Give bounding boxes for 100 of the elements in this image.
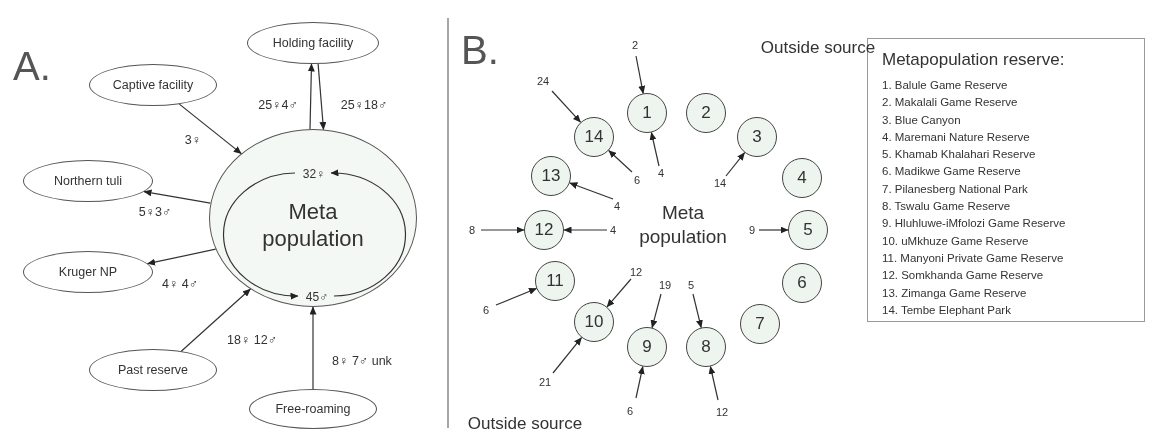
legend-item: 6. Madikwe Game Reserve — [882, 164, 1021, 180]
panel-label: A. — [13, 43, 51, 89]
circle-number: 14 — [584, 127, 604, 147]
source-label: Outside source — [760, 38, 876, 58]
arrow — [725, 152, 746, 177]
circle-number: 2 — [701, 103, 711, 123]
circle-number: 5 — [803, 220, 813, 240]
circle-number: 8 — [701, 337, 711, 357]
count-label: 12 — [715, 406, 729, 418]
reserve-circle — [737, 117, 777, 157]
node-label: Holding facility — [272, 36, 354, 50]
reserve-circle — [740, 304, 780, 344]
count-label: 6 — [633, 174, 641, 186]
edge-label: 3♀ — [184, 133, 202, 147]
arrow — [143, 189, 211, 204]
node-label: Past reserve — [117, 363, 189, 377]
legend-item: 8. Tswalu Game Reserve — [882, 199, 1011, 215]
arrow — [708, 365, 719, 401]
count-label: 21 — [538, 376, 552, 388]
legend-heading: Metapopulation reserve: — [882, 49, 1065, 71]
legend-item: 10. uMkhuze Game Reserve — [882, 233, 1029, 249]
legend-item: 9. Hluhluwe-iMfolozi Game Reserve — [882, 216, 1066, 232]
arrow — [222, 172, 299, 300]
legend-item: 7. Pilanesberg National Park — [882, 181, 1028, 197]
count-label: 2 — [631, 39, 639, 51]
edge-label: 5♀3♂ — [138, 205, 172, 219]
arrow — [563, 226, 608, 234]
circle-number: 7 — [755, 314, 765, 334]
arrow — [178, 103, 242, 155]
edge-label: 25♀18♂ — [340, 98, 388, 112]
count-label: 45♂ — [305, 290, 329, 304]
count-label: 19 — [658, 279, 672, 291]
count-label: 8 — [468, 224, 476, 236]
arrow — [147, 248, 217, 266]
legend-item: 12. Somkhanda Game Reserve — [882, 268, 1044, 284]
ellipse-node — [23, 160, 153, 202]
count-label: 4 — [657, 167, 665, 179]
circle-number: 3 — [752, 127, 762, 147]
count-label: 4 — [609, 224, 617, 236]
legend-item: 2. Makalali Game Reserve — [882, 95, 1018, 111]
arrow — [606, 278, 632, 308]
legend-item: 5. Khamab Khalahari Reserve — [882, 147, 1036, 163]
legend-item: 4. Maremani Nature Reserve — [882, 129, 1030, 145]
reserve-circle — [627, 93, 667, 133]
arrow — [649, 131, 660, 167]
arrow — [180, 288, 251, 352]
circle-number: 13 — [541, 166, 561, 186]
count-label: 24 — [536, 75, 550, 87]
reserve-circle — [524, 210, 564, 250]
arrow — [495, 287, 538, 306]
edge-label: 18♀ 12♂ — [227, 333, 277, 347]
circle-number: 11 — [546, 271, 564, 291]
edge-label: 25♀4♂ — [258, 98, 298, 112]
reserve-circle — [531, 156, 571, 196]
arrow — [309, 306, 317, 390]
arrow — [635, 366, 645, 399]
count-label: 12 — [629, 266, 643, 278]
legend-item: 13. Zimanga Game Reserve — [882, 285, 1027, 301]
node-label: Free-roaming — [275, 402, 351, 416]
node-label: Kruger NP — [58, 265, 118, 279]
arrow — [692, 293, 703, 329]
count-label: 9 — [748, 224, 756, 236]
legend-item: 11. Manyoni Private Game Reserve — [882, 250, 1064, 266]
circle-number: 10 — [584, 312, 604, 332]
source-label: Outside source — [467, 414, 583, 434]
arrow — [330, 169, 407, 297]
arrow — [552, 337, 583, 374]
arrow — [307, 63, 315, 130]
node-label: Northern tuli — [53, 174, 123, 188]
center-label: Meta population — [638, 201, 728, 249]
legend-item: 3. Blue Canyon — [882, 112, 961, 128]
reserve-circle — [782, 263, 822, 303]
arrow — [480, 226, 525, 234]
circle-number: 9 — [642, 337, 652, 357]
node-label: Captive facility — [112, 78, 194, 92]
count-label: 5 — [687, 279, 695, 291]
circle-number: 6 — [797, 273, 807, 293]
node-label: Meta population — [261, 198, 365, 252]
arrow — [317, 63, 327, 131]
reserve-circle — [782, 158, 822, 198]
arrow — [551, 90, 582, 123]
arrow — [608, 149, 633, 173]
legend-item: 14. Tembe Elephant Park — [882, 302, 1011, 318]
count-label: 32♀ — [302, 167, 326, 181]
reserve-circle — [686, 327, 726, 367]
count-label: 4 — [613, 200, 621, 212]
edge-label: 4♀ 4♂ — [161, 277, 199, 291]
circle-number: 4 — [797, 168, 807, 188]
legend-item: 1. Balule Game Reserve — [882, 78, 1008, 93]
reserve-circle — [535, 261, 575, 301]
reserve-circle — [574, 117, 614, 157]
count-label: 6 — [482, 304, 490, 316]
panel-label: B. — [461, 27, 499, 73]
circle-number: 12 — [534, 220, 554, 240]
circle-number: 1 — [642, 103, 652, 123]
arrow — [635, 55, 646, 94]
reserve-circle — [574, 302, 614, 342]
reserve-circle — [627, 327, 667, 367]
edge-label: 8♀ 7♂ unk — [332, 354, 392, 368]
arrow — [569, 182, 614, 200]
